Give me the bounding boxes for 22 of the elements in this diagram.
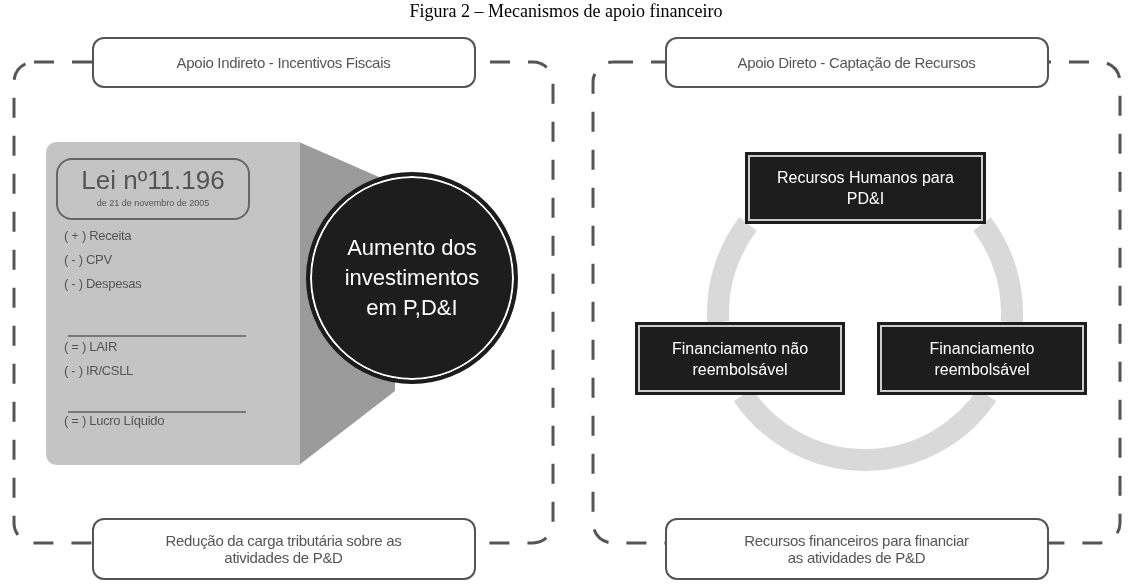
statement-line: ( + ) Receita <box>64 228 132 243</box>
resource-box: Recursos Humanos para PD&I <box>745 152 986 224</box>
statement-line: ( - ) CPV <box>64 252 112 267</box>
frame-title-box: Apoio Indireto - Incentivos Fiscais <box>91 37 476 88</box>
frame-caption-box: Recursos financeiros para financiar as atividades de P&D <box>664 518 1049 580</box>
statement-line: ( - ) IR/CSLL <box>64 363 134 378</box>
law-date: de 21 de novembro de 2005 <box>95 197 211 209</box>
law-box <box>56 158 250 220</box>
resource-box: Financiamento reembolsável <box>877 322 1087 395</box>
statement-line: ( = ) Lucro Líquido <box>64 413 165 428</box>
ring-connector <box>972 217 1023 323</box>
resource-box: Financiamento não reembolsável <box>635 322 845 395</box>
statement-line: ( = ) LAIR <box>64 339 117 354</box>
result-circle: Aumento dos investimentos em P,D&I <box>306 172 518 384</box>
frame-title-box: Apoio Direto - Captação de Recursos <box>664 37 1049 88</box>
law-number: Lei nº11.196 <box>80 164 226 196</box>
dashed-frame <box>591 37 1122 580</box>
figure-title: Figura 2 – Mecanismos de apoio financeiro <box>408 0 724 22</box>
dashed-frame <box>12 37 555 580</box>
ring-connector <box>707 217 758 323</box>
frame-caption-box: Redução da carga tributária sobre as atividades de P&D <box>91 518 476 580</box>
statement-line: ( - ) Despesas <box>64 276 142 291</box>
